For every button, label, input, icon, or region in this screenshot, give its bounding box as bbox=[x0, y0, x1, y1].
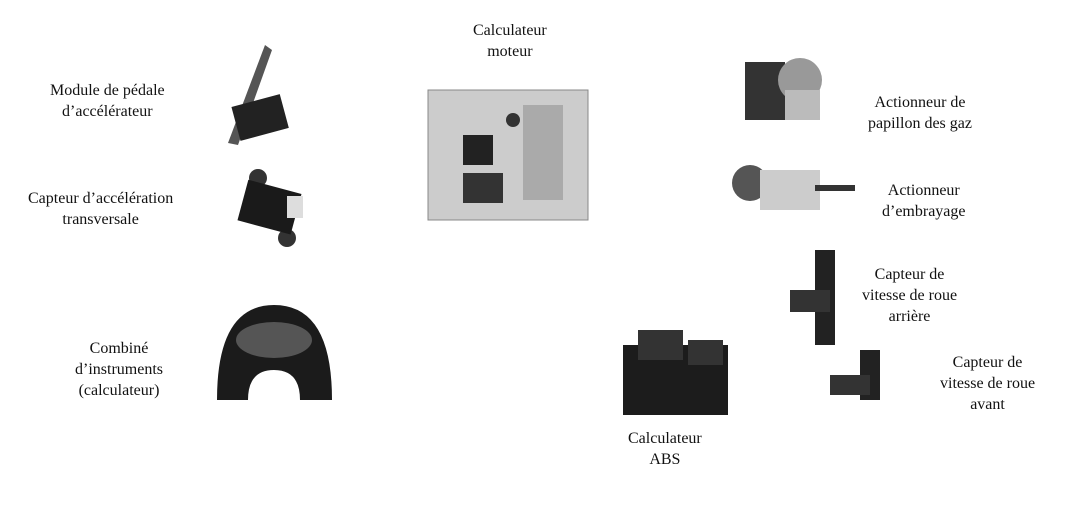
label-line: vitesse de roue bbox=[862, 287, 958, 304]
label-line: moteur bbox=[487, 43, 533, 60]
instrument-cluster-image bbox=[217, 305, 332, 400]
label-line: d’instruments bbox=[75, 361, 163, 378]
label-pedal-module: Module de pédale d’accélérateur bbox=[50, 80, 165, 122]
label-line: Capteur d’accélération bbox=[28, 190, 174, 207]
rear-wheel-sensor-image bbox=[790, 250, 835, 345]
label-line: Capteur de bbox=[874, 266, 945, 283]
engine-ecu-image bbox=[427, 89, 589, 221]
label-line: Actionneur bbox=[887, 182, 960, 199]
label-line: d’embrayage bbox=[882, 203, 966, 220]
label-rear-wheel-sensor: Capteur de vitesse de roue arrière bbox=[862, 264, 957, 327]
label-line: Combiné bbox=[89, 340, 149, 357]
label-instrument-cluster: Combiné d’instruments (calculateur) bbox=[75, 338, 163, 401]
abs-ecu-image bbox=[623, 330, 728, 415]
accel-sensor-image bbox=[237, 169, 303, 247]
label-line: arrière bbox=[888, 308, 931, 325]
label-line: (calculateur) bbox=[78, 382, 160, 399]
label-line: ABS bbox=[649, 451, 681, 468]
throttle-actuator-image bbox=[745, 58, 822, 120]
clutch-actuator-image bbox=[732, 165, 855, 210]
label-engine-ecu: Calculateur moteur bbox=[473, 20, 547, 62]
label-line: papillon des gaz bbox=[868, 115, 972, 132]
label-throttle-actuator: Actionneur de papillon des gaz bbox=[868, 92, 972, 134]
label-line: Calculateur bbox=[628, 430, 702, 447]
label-line: Actionneur de bbox=[874, 94, 966, 111]
label-line: Calculateur bbox=[473, 22, 547, 39]
label-line: avant bbox=[970, 396, 1005, 413]
label-line: Module de pédale bbox=[50, 82, 165, 99]
label-line: d’accélérateur bbox=[62, 103, 153, 120]
front-wheel-sensor-image bbox=[830, 350, 880, 400]
label-clutch-actuator: Actionneur d’embrayage bbox=[882, 180, 966, 222]
label-front-wheel-sensor: Capteur de vitesse de roue avant bbox=[940, 352, 1035, 415]
label-accel-sensor: Capteur d’accélération transversale bbox=[28, 188, 173, 230]
label-line: transversale bbox=[62, 211, 139, 228]
label-line: vitesse de roue bbox=[940, 375, 1036, 392]
pedal-module-image bbox=[228, 45, 289, 145]
label-line: Capteur de bbox=[952, 354, 1023, 371]
